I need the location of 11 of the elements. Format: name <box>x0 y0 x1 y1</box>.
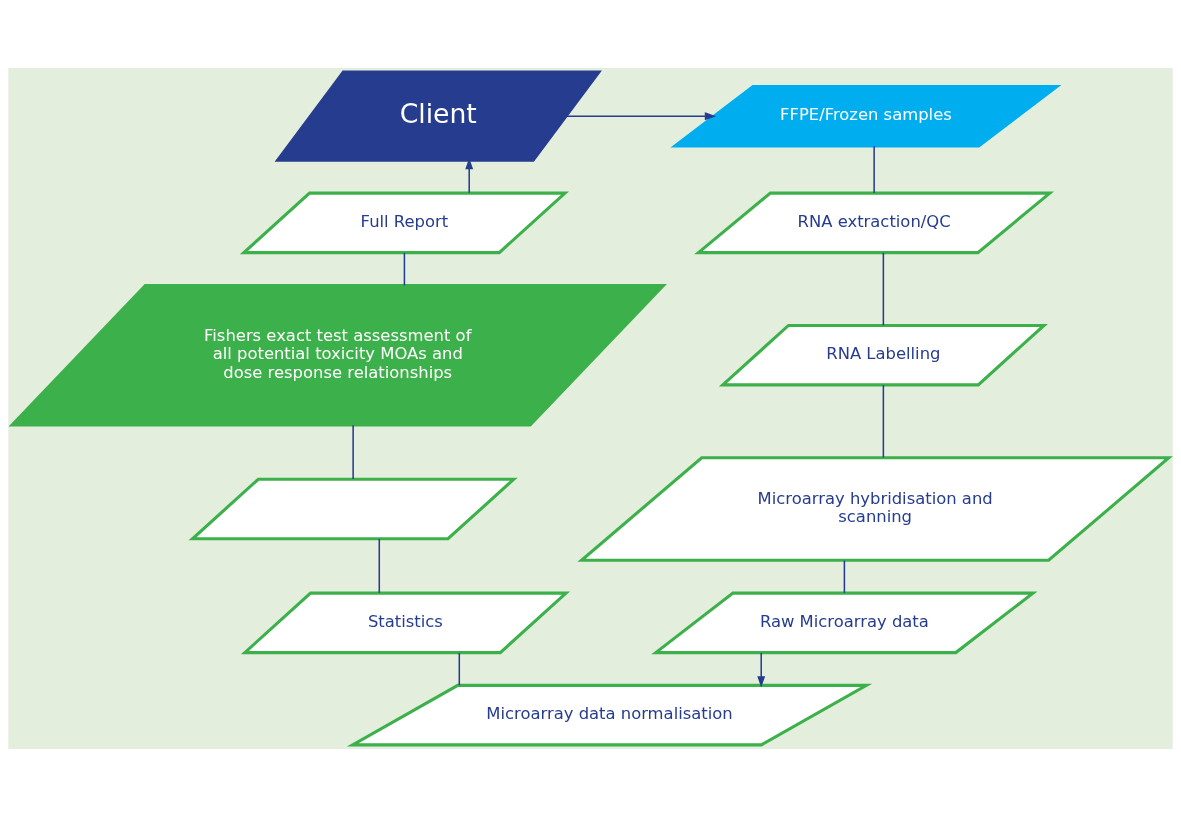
connector <box>882 251 885 326</box>
connector <box>403 251 406 286</box>
connector <box>458 651 461 686</box>
connector <box>882 383 885 458</box>
connector <box>873 144 875 194</box>
arrow <box>565 111 717 120</box>
node-parallelogram <box>188 477 518 540</box>
connector <box>352 424 354 480</box>
connector <box>378 537 381 593</box>
connector <box>843 559 846 594</box>
arrow <box>757 651 766 687</box>
